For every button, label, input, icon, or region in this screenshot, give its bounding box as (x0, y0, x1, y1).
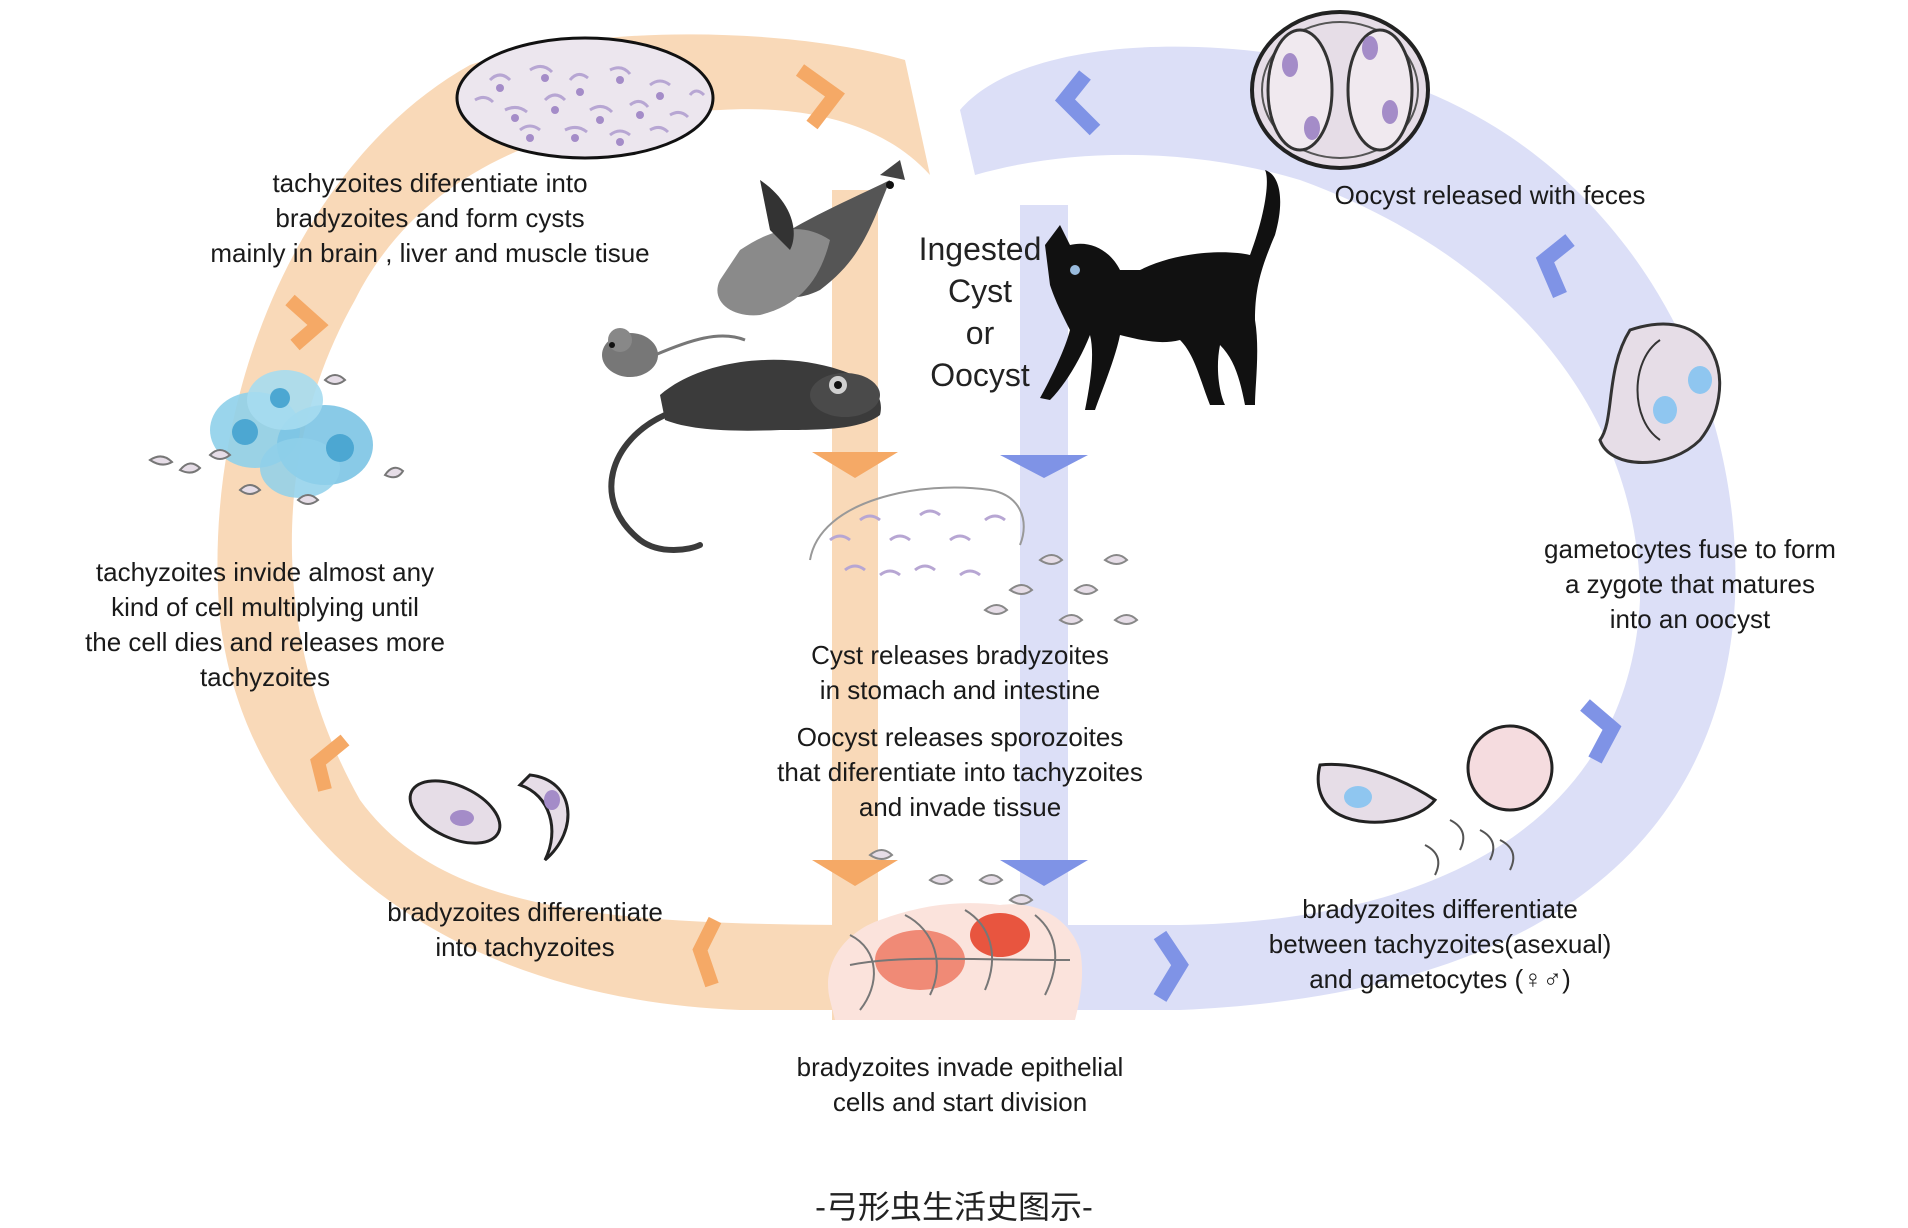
cyst-releases-label: Cyst releases bradyzoites in stomach and… (811, 640, 1109, 705)
cysts-form-label: tachyzoites diferentiate into bradyzoite… (210, 168, 650, 268)
cat-icon (1040, 170, 1281, 410)
bradyzoites-to-tachyzoites-label: bradyzoites differentiate into tachyzoit… (387, 897, 663, 962)
ingested-label: Ingested Cyst or Oocyst (918, 231, 1042, 393)
gametocyte-icon (1316, 724, 1554, 876)
gametocytes-fuse-label: gametocytes fuse to form a zygote that m… (1544, 534, 1836, 634)
zygote-icon (1598, 322, 1722, 464)
ruptured-cyst-icon (809, 486, 1139, 625)
bradyzoites-differentiate-label: bradyzoites differentiate between tachyz… (1268, 894, 1612, 994)
host-cycle-arrow (217, 34, 931, 1020)
oocyst-released-label: Oocyst released with feces (1334, 180, 1646, 210)
epithelial-cells-icon (828, 849, 1083, 1020)
bradyzoite-icon (408, 773, 570, 862)
oocyst-icon (1250, 10, 1430, 170)
rat-icon (608, 359, 881, 553)
tissue-cyst-icon (455, 36, 715, 160)
tachyzoites-multiply-label: tachyzoites invide almost any kind of ce… (85, 557, 445, 692)
oocyst-releases-label: Oocyst releases sporozoites that diferen… (777, 722, 1143, 822)
cat-cycle-arrow (960, 46, 1736, 1020)
figure-caption: -弓形虫生活史图示- (815, 1188, 1093, 1226)
mouse-icon (602, 328, 746, 377)
host-cells-icon (148, 370, 405, 505)
invade-epithelial-label: bradyzoites invade epithelial cells and … (796, 1052, 1124, 1117)
bird-icon (717, 160, 905, 316)
